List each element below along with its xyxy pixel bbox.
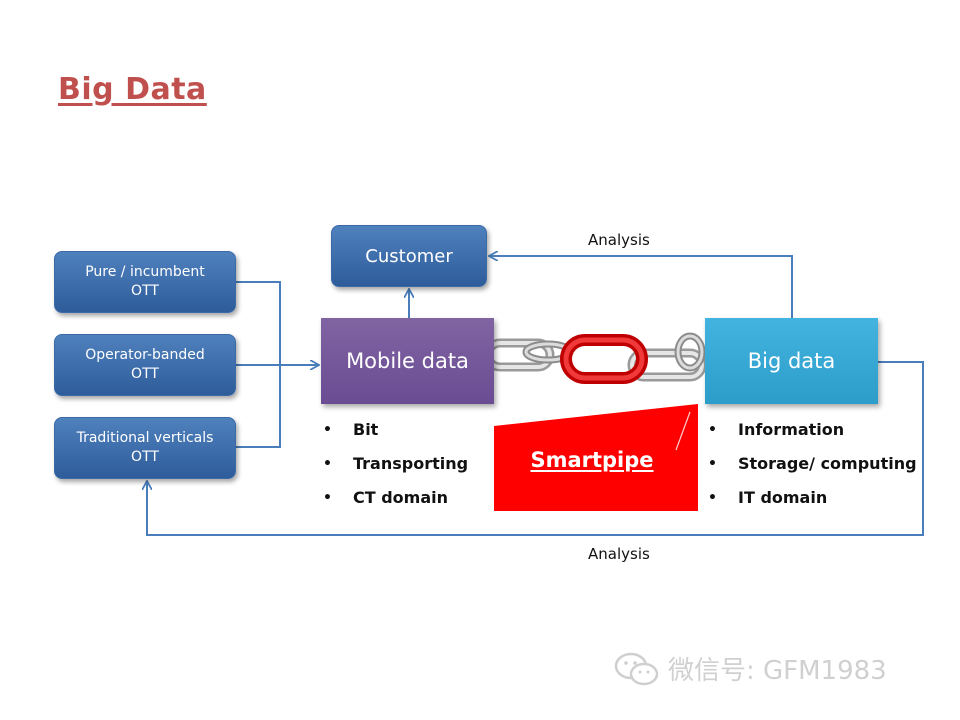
smartpipe-highlight	[675, 411, 691, 451]
bullet-text: Transporting	[353, 454, 469, 473]
ott-box-operator-banded[interactable]: Operator-banded OTT	[54, 334, 236, 396]
ott1-connector	[236, 281, 318, 365]
smartpipe-shape	[494, 404, 698, 511]
bullet-icon: •	[708, 422, 717, 438]
bullet-icon: •	[323, 422, 332, 438]
bullet-text: Storage/ computing	[738, 454, 917, 473]
big-data-box[interactable]: Big data	[705, 318, 878, 404]
list-item: • Storage/ computing	[706, 453, 917, 487]
bullet-text: CT domain	[353, 488, 449, 507]
ott-box-line2: OTT	[131, 283, 159, 299]
list-item: • Information	[706, 419, 917, 453]
ott-box-line2: OTT	[131, 449, 159, 465]
bullet-icon: •	[708, 456, 717, 472]
bottom-analysis-arrow	[147, 361, 924, 536]
bullet-icon: •	[323, 456, 332, 472]
watermark: 微信号: GFM1983	[614, 650, 887, 687]
bullet-text: Information	[738, 420, 845, 439]
mobile-data-label: Mobile data	[346, 349, 469, 373]
page-title: Big Data	[58, 72, 207, 107]
watermark-text: 微信号: GFM1983	[668, 656, 887, 686]
analysis-bottom-label: Analysis	[588, 545, 650, 563]
bullet-text: IT domain	[738, 488, 828, 507]
ott-box-line2: OTT	[131, 366, 159, 382]
big-data-label: Big data	[747, 349, 836, 373]
big-data-bullets: • Information • Storage/ computing • IT dom…	[706, 419, 917, 521]
ott-box-line1: Pure / incumbent	[85, 264, 205, 280]
smartpipe-label[interactable]: Smartpipe	[530, 448, 654, 472]
bullet-icon: •	[323, 490, 332, 506]
bullet-icon: •	[708, 490, 717, 506]
mobile-data-bullets: • Bit • Transporting • CT domain	[321, 419, 468, 521]
analysis-top-label: Analysis	[588, 231, 650, 249]
ott3-connector	[236, 365, 281, 448]
top-analysis-arrow	[490, 256, 793, 318]
customer-label: Customer	[365, 245, 453, 267]
wechat-logo-icon	[614, 652, 659, 685]
list-item: • CT domain	[321, 487, 468, 521]
ott-box-traditional-verticals[interactable]: Traditional verticals OTT	[54, 417, 236, 479]
list-item: • Transporting	[321, 453, 468, 487]
list-item: • Bit	[321, 419, 468, 453]
ott-box-pure-incumbent[interactable]: Pure / incumbent OTT	[54, 251, 236, 313]
chain-icon	[483, 332, 707, 384]
mobile-data-box[interactable]: Mobile data	[321, 318, 494, 404]
ott-box-line1: Traditional verticals	[76, 430, 214, 446]
customer-box[interactable]: Customer	[331, 225, 487, 287]
ott-box-line1: Operator-banded	[85, 347, 205, 363]
bullet-text: Bit	[353, 420, 379, 439]
list-item: • IT domain	[706, 487, 917, 521]
